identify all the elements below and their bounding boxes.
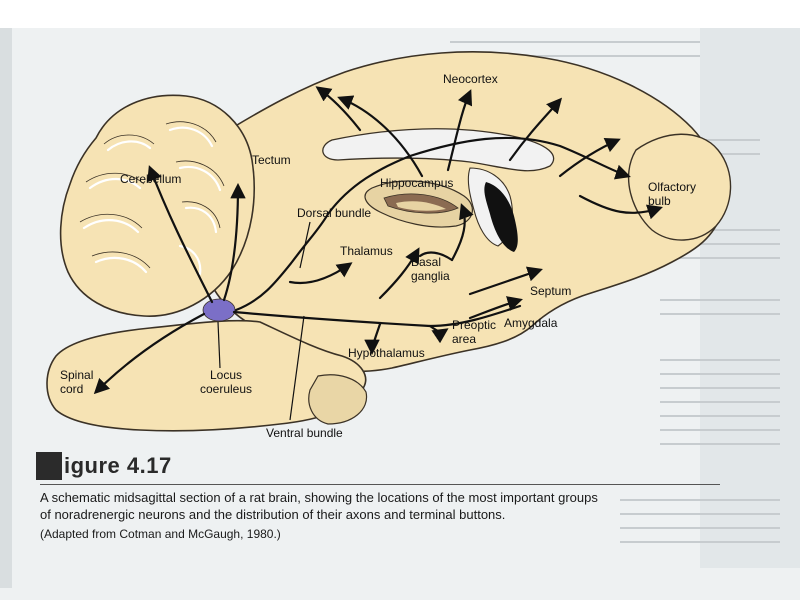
label-septum: Septum (530, 284, 572, 298)
label-preoptic-area-line2: area (452, 332, 477, 346)
label-spinal-cord-line1: Spinal (60, 368, 94, 382)
label-basal-ganglia-line1: Basal (411, 255, 442, 269)
label-preoptic-area-line1: Preoptic (452, 318, 497, 332)
label-locus-coeruleus-line1: Locus (210, 368, 243, 382)
cerebellum-folia (82, 126, 222, 276)
leader-lines (217, 221, 311, 421)
locus-coeruleus-dot (202, 298, 236, 322)
right-page-shadow (700, 28, 800, 568)
dorsal-bundle-leader (299, 221, 311, 269)
label-hippocampus: Hippocampus (380, 176, 454, 190)
label-tectum: Tectum (252, 153, 291, 167)
figure-caption-line1: A schematic midsagittal section of a rat… (40, 490, 598, 505)
figure-label: igure 4.17 (36, 452, 172, 480)
path-olfactory (578, 194, 663, 220)
label-olfactory-bulb: Olfactory bulb (648, 180, 696, 208)
label-neocortex: Neocortex (443, 72, 498, 86)
path-septum (468, 266, 543, 296)
path-cortex-front (558, 137, 621, 178)
pons (308, 374, 368, 425)
ventral-bundle-leader (289, 315, 305, 421)
path-neocortex-c (508, 97, 563, 162)
path-hippocampus (450, 203, 474, 262)
projection-pathways (93, 86, 663, 395)
cerebellum-folia-lines (79, 121, 225, 269)
label-cerebellum: Cerebellum (120, 172, 182, 186)
path-spinal-cord (93, 312, 206, 395)
label-hypothalamus: Hypothalamus (348, 346, 425, 360)
path-tectum (222, 182, 246, 302)
label-locus-coeruleus-line2: coeruleus (200, 382, 253, 396)
path-basal-ganglia (378, 247, 420, 300)
label-dorsal-bundle: Dorsal bundle (297, 206, 372, 220)
label-olfactory-bulb-line2: bulb (648, 194, 671, 208)
figure-label-box (36, 452, 62, 480)
label-spinal-cord: Spinal cord (60, 368, 93, 396)
path-cerebellum (147, 165, 214, 304)
label-locus-coeruleus: Locus coeruleus (200, 368, 252, 396)
label-thalamus: Thalamus (340, 244, 393, 258)
label-basal-ganglia-line2: ganglia (411, 269, 450, 283)
path-preoptic-branch (428, 324, 449, 344)
hippocampus-layer-inner (396, 201, 446, 211)
path-thalamus (288, 262, 353, 285)
left-scan-edge (0, 28, 12, 588)
brainstem (46, 319, 367, 432)
label-amygdala: Amygdala (504, 316, 558, 330)
label-spinal-cord-line2: cord (60, 382, 84, 396)
figure-caption-line2: of noradrenergic neurons and the distrib… (40, 507, 506, 522)
path-dorsal-bundle (234, 136, 631, 312)
label-ventral-bundle: Ventral bundle (266, 426, 343, 440)
label-basal-ganglia: Basal ganglia (411, 255, 450, 283)
path-neocortex-d (315, 86, 362, 132)
path-hypothalamus-branch (364, 322, 382, 356)
figure-rule (40, 484, 720, 485)
figure-title: igure 4.17 (64, 453, 172, 478)
figure-caption: A schematic midsagittal section of a rat… (40, 489, 740, 523)
label-preoptic-area: Preoptic area (452, 318, 496, 346)
path-neocortex-a (337, 95, 424, 178)
path-ventral-bundle (232, 304, 522, 328)
path-basal-ganglia-loop (418, 251, 454, 262)
path-neocortex-b (446, 89, 473, 172)
label-olfactory-bulb-line1: Olfactory (648, 180, 697, 194)
path-amygdala-branch (468, 296, 523, 320)
figure-attribution: (Adapted from Cotman and McGaugh, 1980.) (40, 527, 281, 541)
locus-coeruleus-leader (217, 321, 221, 369)
dark-ventricle (484, 182, 518, 252)
top-white-strip (0, 0, 800, 28)
